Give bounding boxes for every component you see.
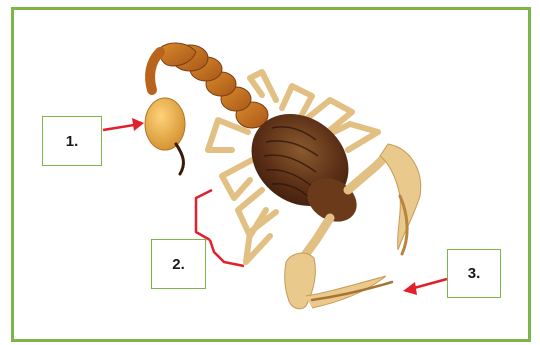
label-2-text: 2. [172, 256, 185, 273]
stinger [145, 98, 185, 174]
label-1-text: 1. [66, 133, 79, 150]
arrow-3 [403, 279, 447, 295]
label-3-text: 3. [468, 265, 481, 282]
left-pincer [285, 218, 392, 309]
arrow-1 [103, 118, 144, 131]
right-pincer [348, 144, 421, 254]
label-box-3: 3. [447, 249, 501, 298]
label-box-2: 2. [151, 239, 206, 289]
label-box-1: 1. [42, 116, 102, 166]
